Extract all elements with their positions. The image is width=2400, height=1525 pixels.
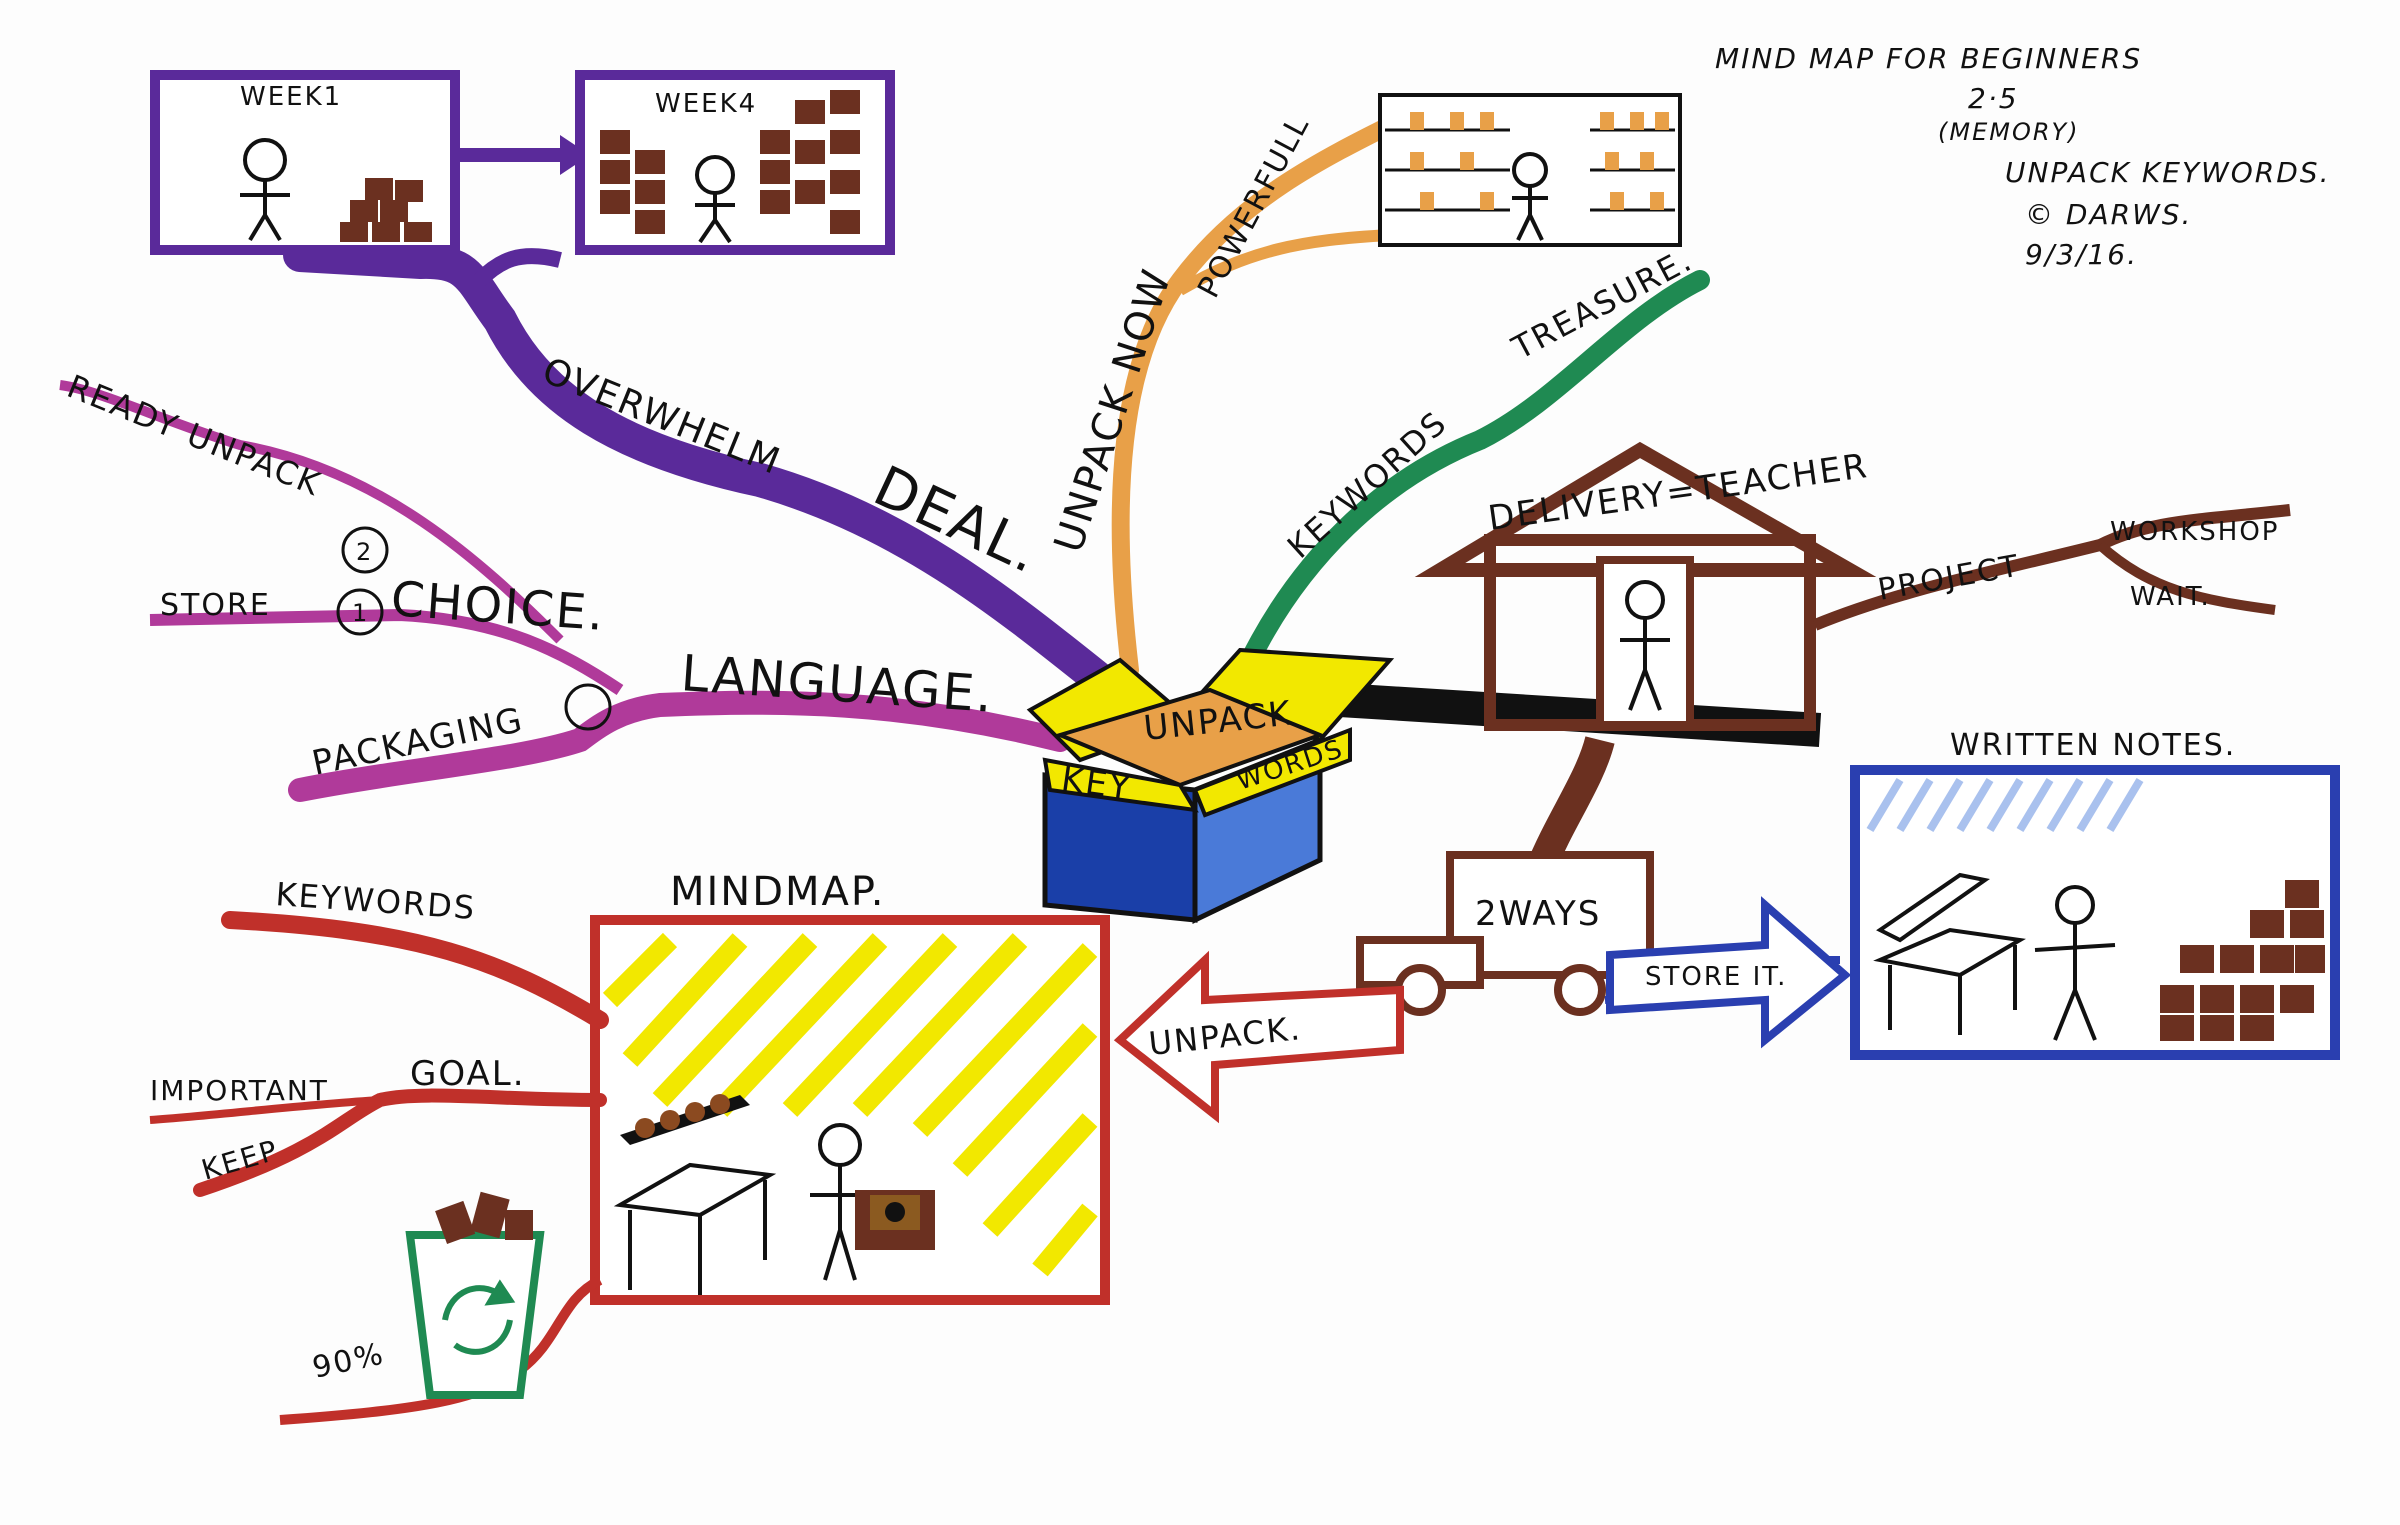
blue-branch: STORE IT. WRITTEN NOTES. xyxy=(1604,728,2340,1060)
title-line-1: MIND MAP FOR BEGINNERS xyxy=(1715,42,2142,75)
title-line-6: 9/3/16. xyxy=(2025,238,2138,271)
wait-label: WAIT. xyxy=(2130,582,2211,612)
two-ways-label: 2WAYS xyxy=(1475,894,1601,934)
circle-num-3 xyxy=(564,683,612,731)
blue-hatching xyxy=(1866,777,2144,833)
unpack-arrow xyxy=(1113,950,1404,1124)
circle-num-2-label: 2 xyxy=(356,538,373,566)
box-lip-right xyxy=(1192,727,1352,818)
title-line-3: (MEMORY) xyxy=(1938,118,2080,146)
magenta-branch: LANGUAGE. CHOICE. READY UNPACK STORE PAC… xyxy=(59,367,1072,802)
circle-num-1: 1 xyxy=(336,588,384,636)
keywords-green-label: KEYWORDS xyxy=(1280,403,1455,566)
week4-label: WEEK4 xyxy=(655,89,757,119)
desk-mindmap xyxy=(613,1162,777,1295)
yellow-hatching xyxy=(602,932,1098,1277)
stick-figure-notes xyxy=(2034,885,2116,1041)
boxes-week1 xyxy=(340,178,432,242)
box-top-label xyxy=(1054,687,1326,788)
shelf-items xyxy=(1410,112,1669,210)
store-label: STORE xyxy=(160,588,271,623)
open-box-mindmap xyxy=(855,1190,935,1250)
central-box: UNPACK KEY WORDS xyxy=(1026,647,1395,924)
choice-label: CHOICE. xyxy=(389,571,607,642)
week1-label: WEEK1 xyxy=(240,82,342,112)
center-key-label: KEY xyxy=(1059,759,1134,808)
store-it-arrow xyxy=(1606,896,1852,1049)
delivery-truck: 2WAYS xyxy=(1356,851,1654,1016)
title-line-5: © DARWS. xyxy=(2025,198,2192,231)
recycle-bin xyxy=(405,1191,545,1399)
mindmap-label: MINDMAP. xyxy=(670,869,886,915)
stick-figure-teacher xyxy=(1620,580,1670,711)
goal-label: GOAL. xyxy=(410,1054,526,1094)
workshop-label: WORKSHOP xyxy=(2110,517,2280,547)
recycle-icon xyxy=(442,1279,516,1355)
ready-unpack-label: READY UNPACK xyxy=(62,367,327,503)
week1-box xyxy=(150,70,460,255)
powerfull-label: POWERFULL xyxy=(1191,109,1317,304)
red-branch: UNPACK. MINDMAP. KEYWORDS GOA xyxy=(149,869,1404,1425)
title-block: MIND MAP FOR BEGINNERS 2·5 (MEMORY) UNPA… xyxy=(1715,42,2330,271)
stick-figure-shelves xyxy=(1512,152,1548,241)
store-it-label: STORE IT. xyxy=(1645,962,1787,992)
box-lip-left xyxy=(1042,757,1199,813)
circle-num-2: 2 xyxy=(341,526,389,574)
project-label: PROJECT xyxy=(1875,548,2023,607)
circle-num-1-label: 1 xyxy=(352,599,369,627)
stick-figure-mindmap xyxy=(810,1123,870,1281)
brown-branch: DELIVERY=TEACHER PROJECT WORKSHOP WAIT. xyxy=(1338,441,2291,876)
stick-figure-week4 xyxy=(695,155,735,244)
truck-wheel-front xyxy=(1394,964,1446,1016)
delivery-label: DELIVERY=TEACHER xyxy=(1486,446,1871,539)
ninety-percent-label: 90% xyxy=(309,1336,387,1385)
title-line-2: 2·5 xyxy=(1968,82,2019,115)
desk-blue xyxy=(1873,872,2026,1035)
shelf-mindmap xyxy=(620,1094,750,1145)
orange-branch: UNPACK NOW POWERFULL xyxy=(1046,93,1682,679)
boxes-notes xyxy=(2160,880,2325,1041)
important-label: IMPORTANT xyxy=(150,1074,329,1107)
title-line-4: UNPACK KEYWORDS. xyxy=(2005,156,2330,189)
truck-wheel-rear xyxy=(1554,964,1606,1016)
boxes-week4 xyxy=(600,90,860,234)
purple-branch: WEEK1 WEEK4 OVERWHELM DEAL. xyxy=(150,70,1117,697)
stick-figure-week1 xyxy=(240,138,290,242)
written-notes-label: WRITTEN NOTES. xyxy=(1950,728,2236,763)
